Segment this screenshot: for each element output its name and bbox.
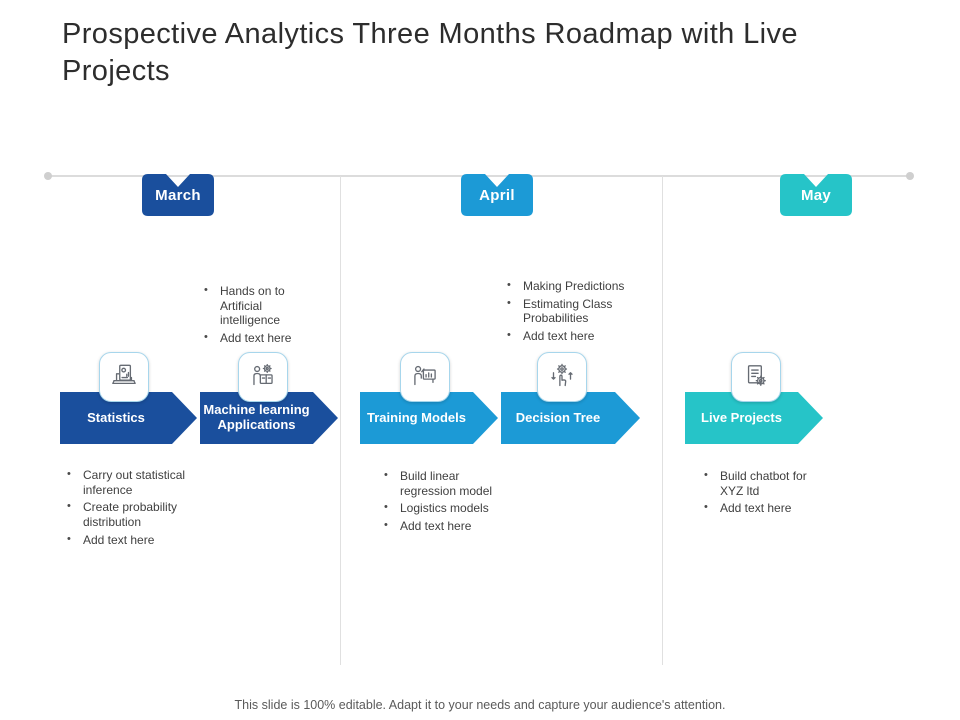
step-label: Statistics — [87, 409, 145, 425]
list-item: Add text here — [66, 533, 194, 548]
column-divider — [662, 176, 663, 665]
april-top-bullets: Making Predictions Estimating Class Prob… — [506, 279, 631, 347]
list-item: Estimating Class Probabilities — [506, 297, 631, 326]
month-label: May — [800, 187, 832, 204]
step-label: Training Models — [367, 409, 466, 425]
list-item: Build chatbot for XYZ ltd — [703, 469, 815, 498]
month-badge-march: March — [139, 170, 217, 220]
month-banner-shape — [142, 174, 214, 216]
machine-learning-icon-card — [238, 352, 288, 402]
statistics-icon-card — [99, 352, 149, 402]
list-item: Hands on to Artificial intelligence — [203, 284, 321, 328]
column-divider — [340, 176, 341, 665]
step-label: Decision Tree — [515, 409, 601, 425]
person-book-gear-icon — [253, 364, 273, 386]
decision-tree-icon-card — [537, 352, 587, 402]
month-label: March — [155, 187, 201, 204]
document-gear-icon — [747, 365, 766, 386]
step-label: Live Projects — [701, 409, 782, 425]
timeline-dot-right — [906, 172, 914, 180]
list-item: Add text here — [383, 519, 498, 534]
april-bottom-bullets: Build linear regression model Logistics … — [383, 469, 498, 537]
timeline-dot-left — [44, 172, 52, 180]
page-title: Prospective Analytics Three Months Roadm… — [62, 18, 798, 87]
training-models-icon-card — [400, 352, 450, 402]
list-item: Create probability distribution — [66, 500, 194, 529]
hand-gear-icon — [551, 363, 573, 387]
live-projects-icon-card — [731, 352, 781, 402]
list-item: Carry out statistical inference — [66, 468, 194, 497]
footer-note: This slide is 100% editable. Adapt it to… — [234, 698, 726, 712]
list-item: Add text here — [506, 329, 631, 344]
laptop-report-icon — [112, 364, 136, 385]
list-item: Add text here — [703, 501, 815, 516]
presenter-chart-icon — [414, 365, 436, 386]
month-banner-shape — [780, 174, 852, 216]
may-bottom-bullets: Build chatbot for XYZ ltd Add text here — [703, 469, 815, 519]
month-badge-april: April — [458, 170, 536, 220]
month-label: April — [479, 187, 515, 204]
month-badge-may: May — [777, 170, 855, 220]
step-arrow-statistics: Statistics — [60, 392, 197, 444]
list-item: Build linear regression model — [383, 469, 498, 498]
list-item: Logistics models — [383, 501, 498, 516]
list-item: Add text here — [203, 331, 321, 346]
step-label: Machine learning Applications — [203, 402, 310, 432]
march-top-bullets: Hands on to Artificial intelligence Add … — [203, 284, 321, 349]
list-item: Making Predictions — [506, 279, 631, 294]
month-banner-shape — [461, 174, 533, 216]
march-bottom-bullets: Carry out statistical inference Create p… — [66, 468, 194, 550]
